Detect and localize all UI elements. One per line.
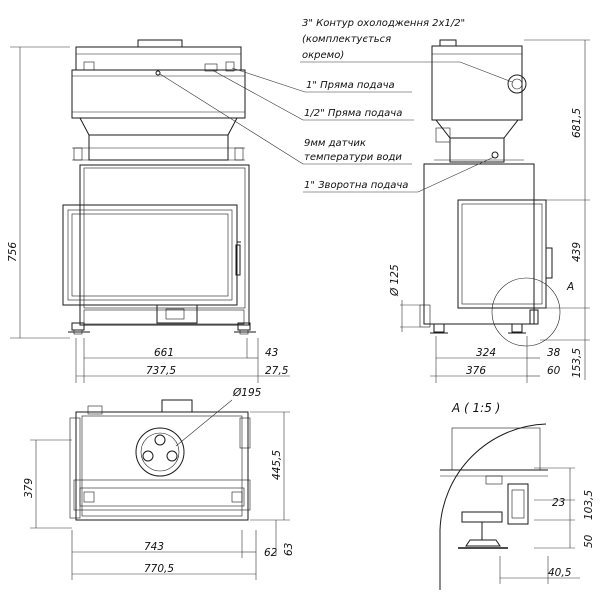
- callout-return: 1" Зворотна подача: [304, 180, 408, 191]
- detail-a-view: A ( 1:5 ) 23 103,5 50 40,5: [439, 401, 595, 590]
- dim-38: 38: [547, 347, 561, 359]
- dim-661: 661: [154, 347, 174, 359]
- side-view: A: [419, 39, 574, 347]
- dim-379: 379: [23, 478, 35, 498]
- front-view: [62, 39, 256, 335]
- flue-outlet-icon: [135, 427, 185, 477]
- dim-756: 756: [7, 242, 19, 262]
- dim-103: 103,5: [583, 490, 595, 520]
- dim-681: 681,5: [571, 108, 583, 138]
- cooling-pipe-icon: [507, 74, 527, 94]
- dim-439: 439: [571, 242, 583, 262]
- dim-376: 376: [466, 365, 486, 377]
- dim-743: 743: [144, 541, 164, 553]
- detail-a-label: A: [566, 281, 574, 293]
- dim-737: 737,5: [146, 365, 176, 377]
- callout-cooling-note2: окремо): [302, 50, 344, 61]
- dim-445: 445,5: [271, 450, 283, 480]
- dim-23: 23: [552, 497, 565, 509]
- dim-d195: Ø195: [232, 387, 262, 399]
- dim-d125: Ø 125: [389, 264, 401, 297]
- callouts: 3" Контур охолодження 2x1/2" (комплектує…: [159, 18, 513, 193]
- dim-50: 50: [583, 534, 595, 548]
- dim-40: 40,5: [548, 567, 572, 579]
- dim-63: 63: [283, 543, 295, 556]
- callout-direct-half: 1/2" Пряма подача: [304, 108, 402, 119]
- callout-sensor-2: температури води: [304, 152, 402, 163]
- top-dimensions: 379 445,5 743 62 770,5 63: [23, 411, 295, 580]
- dim-43: 43: [265, 347, 278, 359]
- dim-324: 324: [476, 347, 496, 359]
- detail-title: A ( 1:5 ): [451, 401, 500, 415]
- front-dimensions: 756 661 43 737,5 27,5: [7, 46, 290, 383]
- dim-62: 62: [264, 547, 278, 559]
- dim-153: 153,5: [571, 348, 583, 378]
- callout-cooling-note1: (комплектується: [302, 34, 391, 45]
- side-dimensions: 681,5 439 153,5 Ø 125 324 38 376 60: [389, 39, 590, 383]
- top-view: Ø195: [69, 387, 262, 521]
- temp-sensor-port-icon: [491, 151, 499, 159]
- dim-770: 770,5: [144, 563, 174, 575]
- callout-cooling: 3" Контур охолодження 2x1/2": [302, 18, 465, 29]
- callout-direct-1: 1" Пряма подача: [306, 80, 395, 91]
- dim-60: 60: [547, 365, 561, 377]
- callout-sensor-1: 9мм датчик: [304, 138, 366, 149]
- dim-27: 27,5: [265, 365, 289, 377]
- detail-a-marker: [491, 277, 561, 347]
